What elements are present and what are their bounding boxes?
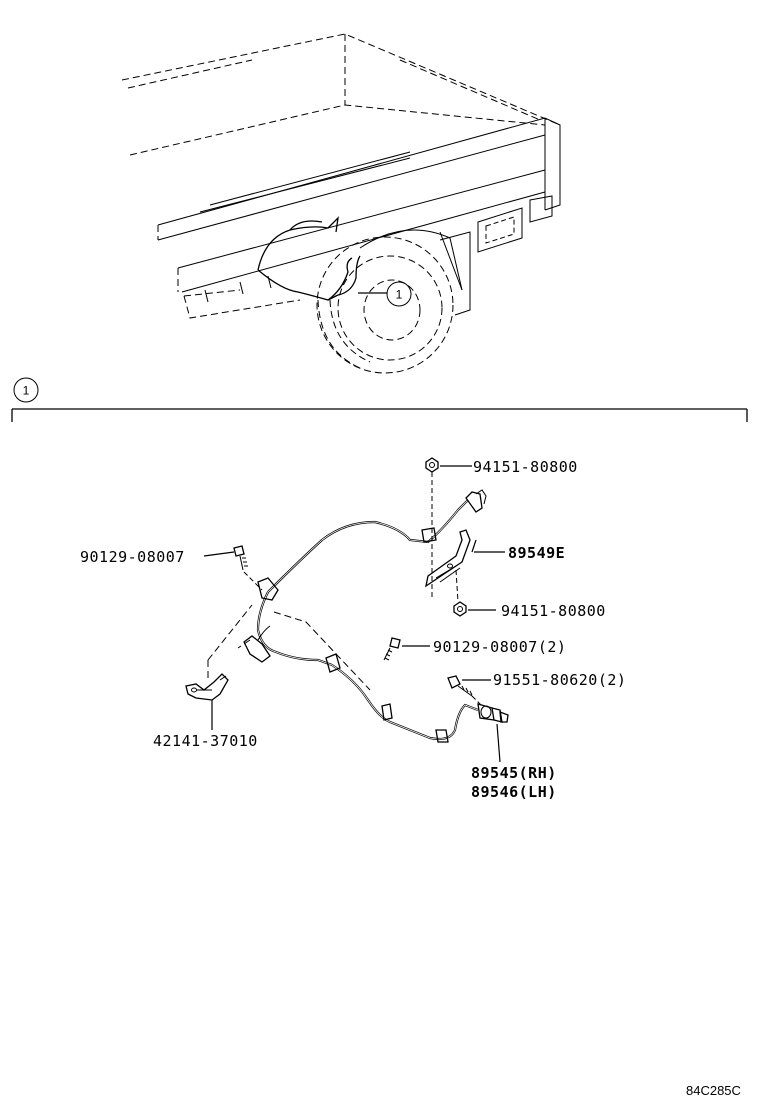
figure-code: 84C285C <box>686 1083 741 1098</box>
label-sensor-rh: 89545(RH) <box>471 764 557 782</box>
label-bolt-mid: 90129-08007(2) <box>433 638 566 656</box>
label-nut-top: 94151-80800 <box>473 458 578 476</box>
label-sensor-lh: 89546(LH) <box>471 783 557 801</box>
truck-overview: 1 <box>121 33 561 374</box>
label-bracket: 89549E <box>508 544 565 562</box>
label-bolt-sensor: 91551-80620(2) <box>493 671 626 689</box>
section-header: 1 <box>11 377 748 422</box>
part-labels: 94151-80800 89549E 94151-80800 90129-080… <box>80 458 626 801</box>
leader-lines <box>203 465 505 763</box>
section-marker: 1 <box>23 384 30 398</box>
label-bolt-left: 90129-08007 <box>80 548 185 566</box>
callout-marker: 1 <box>396 288 403 302</box>
label-nut-bottom: 94151-80800 <box>501 602 606 620</box>
harness-assembly <box>185 457 509 743</box>
label-clamp: 42141-37010 <box>153 732 258 750</box>
